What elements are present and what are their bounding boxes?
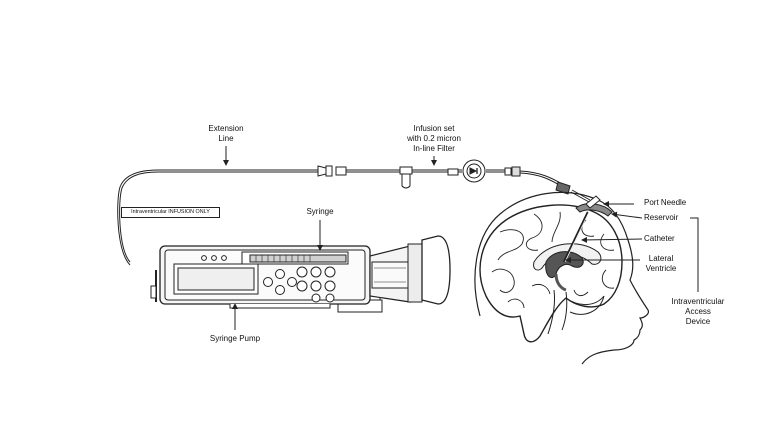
catheter-label: Catheter xyxy=(644,234,675,243)
access-device-label-line3: Device xyxy=(685,317,711,326)
catheter xyxy=(562,211,590,263)
plunger-head xyxy=(421,235,451,305)
corpus-callosum xyxy=(533,243,602,271)
pointer-lines xyxy=(223,146,699,330)
lateral-ventricle xyxy=(545,251,584,278)
lateral-ventricle-label: Lateral Ventricle xyxy=(646,254,677,274)
access-device-bracket xyxy=(690,217,699,292)
head-outline xyxy=(474,191,649,365)
access-device-label: Intraventricular Access Device xyxy=(672,297,725,327)
syringe-pump xyxy=(150,235,451,313)
port-connector xyxy=(555,181,571,195)
syringe-label: Syringe xyxy=(306,207,334,216)
catheter-arrow xyxy=(581,236,643,243)
head-and-brain xyxy=(474,191,649,365)
infusion-set-label-line2: with 0.2 micron xyxy=(407,134,461,143)
infusion-set-label-line3: In-line Filter xyxy=(413,144,455,153)
syringe-pump-label: Syringe Pump xyxy=(209,334,261,343)
access-device-label-line1: Intraventricular xyxy=(671,297,725,306)
brainstem xyxy=(547,289,568,335)
infusion-set-label-line1: Infusion set xyxy=(413,124,455,133)
reservoir-arrow xyxy=(611,211,643,219)
lateral-ventricle-label-line2: Ventricle xyxy=(645,264,677,273)
reservoir-label: Reservoir xyxy=(644,213,679,222)
brain-outline xyxy=(479,204,623,343)
extension-line-tube xyxy=(119,171,318,263)
cerebellum xyxy=(565,295,605,315)
lateral-ventricle-label-line1: Lateral xyxy=(648,254,674,263)
extension-line-label-line1: Extension xyxy=(208,124,244,133)
access-device-label-line2: Access xyxy=(685,307,711,316)
extension-line-label-line2: Line xyxy=(218,134,234,143)
stopcock-valve xyxy=(401,172,411,189)
port-needle xyxy=(585,195,601,209)
tube-connectors xyxy=(317,165,571,195)
infusion-set-label: Infusion set with 0.2 micron In-line Fil… xyxy=(407,124,461,154)
inline-filter xyxy=(462,159,486,183)
port-needle-label: Port Needle xyxy=(644,198,687,207)
extension-line-label: Extension Line xyxy=(208,124,243,144)
intraventricular-tag: Intraventricular INFUSION ONLY xyxy=(121,207,220,218)
